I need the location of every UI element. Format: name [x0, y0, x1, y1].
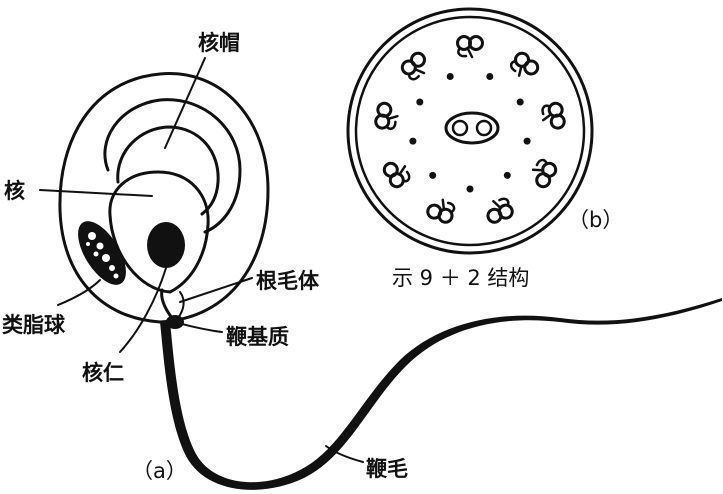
leader-rhizoplast [179, 277, 253, 303]
lipid-globule [78, 221, 126, 285]
label-nucleolus: 核仁 [82, 361, 124, 385]
microtubule-doublet [541, 101, 566, 130]
panel-label-a: （a） [132, 459, 187, 483]
label-rhizoplast: 根毛体 [256, 269, 320, 293]
secondary-fiber-dot [523, 137, 531, 145]
caption-9-plus-2: 示 9 ＋ 2 结构 [392, 266, 529, 290]
flagellum [160, 298, 722, 490]
label-flagellum: 鞭毛 [366, 457, 408, 481]
outer-membrane-2 [354, 15, 586, 247]
nucleus-outline [108, 170, 210, 294]
nucleolus-body [147, 222, 185, 268]
leader-lipid-globule [57, 279, 101, 306]
secondary-fiber-dot [466, 185, 474, 193]
leader-nuclear-cap [164, 57, 206, 149]
outer-membrane-1 [346, 7, 594, 255]
figure-a-cell [58, 72, 722, 490]
peripheral-doublets [374, 35, 566, 224]
nuclear-cap-inner [116, 125, 220, 216]
secondary-fiber-dot [429, 171, 437, 179]
microtubule-doublet [374, 101, 399, 130]
microtubule-doublet [426, 198, 456, 224]
secondary-fibers [409, 73, 531, 193]
secondary-fiber-dot [409, 137, 417, 145]
microtubule-doublet [531, 158, 558, 189]
secondary-fiber-dot [503, 171, 511, 179]
cell-outline [58, 72, 270, 324]
figure-b-cross-section [346, 7, 594, 255]
leader-blepharoplast [181, 323, 223, 333]
microtubule-doublet [509, 51, 540, 77]
figure-a-leaders [39, 57, 364, 463]
microtubule-doublet [400, 51, 426, 81]
central-pair [444, 111, 500, 145]
label-nucleus: 核 [4, 179, 25, 203]
label-nuclear-cap: 核帽 [198, 31, 240, 55]
label-blepharoplast: 鞭基质 [226, 325, 289, 349]
leader-nucleolus [119, 267, 167, 353]
nuclear-cap-outer [103, 98, 242, 234]
secondary-fiber-dot [486, 73, 494, 80]
leader-flagellum [325, 445, 364, 463]
basal-body [166, 315, 184, 329]
secondary-fiber-dot [516, 98, 524, 106]
rhizoplast-line-2 [177, 291, 185, 319]
panel-label-b: （b） [568, 208, 623, 232]
rhizoplast-line [160, 288, 174, 320]
leader-nucleus [39, 189, 153, 197]
microtubule-doublet [382, 161, 411, 189]
microtubule-doublet [486, 197, 514, 224]
secondary-fiber-dot [416, 98, 424, 106]
microtubule-doublet [456, 35, 484, 59]
label-lipid-globule: 类脂球 [2, 313, 66, 337]
secondary-fiber-dot [446, 73, 454, 80]
